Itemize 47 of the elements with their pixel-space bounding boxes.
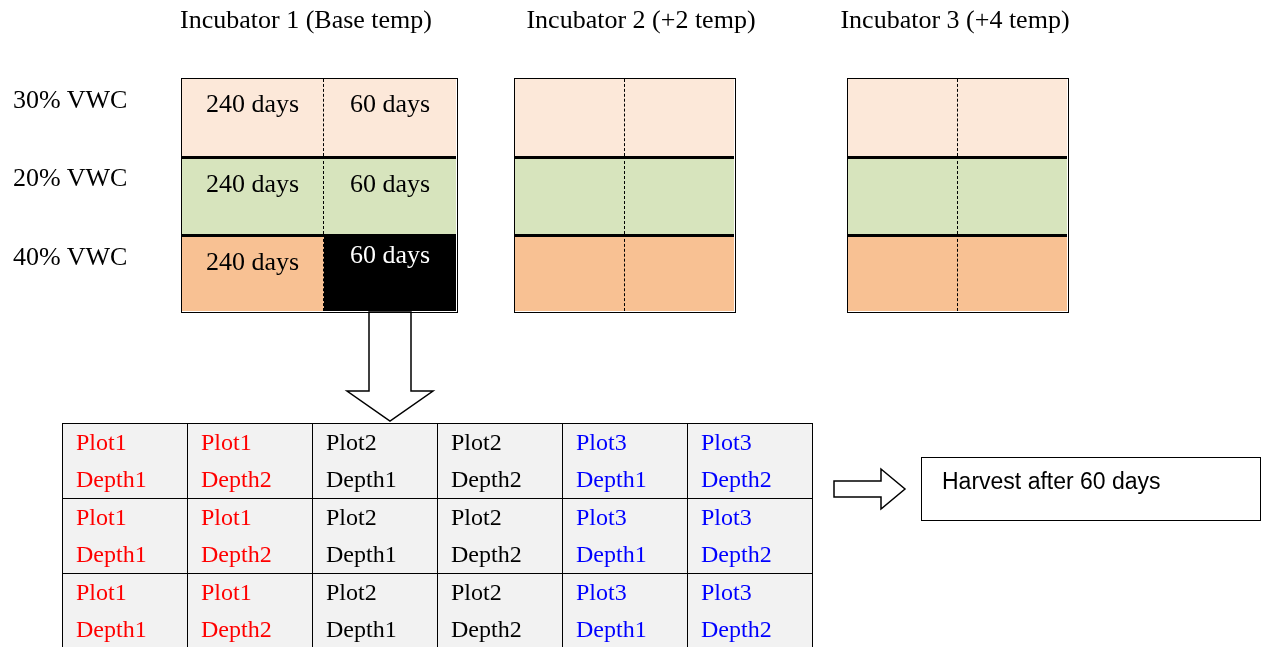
table-cell: Plot1 Depth1: [62, 573, 188, 647]
table-cell: Plot3 Depth1: [562, 498, 688, 574]
sample-cell: [515, 156, 625, 234]
sample-cell: 60 days: [324, 79, 456, 157]
table-cell: Plot3 Depth1: [562, 423, 688, 499]
process-box: Harvest after 60 days: [921, 457, 1261, 521]
table-cell: Plot1 Depth2: [187, 573, 313, 647]
sample-cell: [848, 233, 958, 311]
table-cell: Plot2 Depth2: [437, 498, 563, 574]
sample-cell: [625, 156, 734, 234]
sample-cell: 240 days: [182, 156, 324, 234]
table-cell: Plot1 Depth1: [62, 423, 188, 499]
table-cell: Plot2 Depth1: [312, 573, 438, 647]
table-cell: Plot2 Depth2: [437, 573, 563, 647]
sample-cell: [515, 79, 625, 157]
node-label: 60 days: [349, 89, 431, 118]
row-label: 20% VWC: [13, 163, 129, 194]
table-cell: Plot3 Depth2: [687, 573, 813, 647]
sample-cell: [958, 79, 1067, 157]
plot-table: [62, 423, 812, 647]
sample-cell: [625, 233, 734, 311]
table-cell: Plot2 Depth2: [437, 423, 563, 499]
incubator-heading: Incubator 2 (+2 temp): [525, 5, 757, 36]
sample-cell: [958, 156, 1067, 234]
sample-cell: [625, 79, 734, 157]
table-cell: Plot1 Depth1: [62, 498, 188, 574]
block-arrow: [833, 467, 907, 511]
sample-cell: 240 days: [182, 233, 324, 311]
sample-cell: [515, 233, 625, 311]
sample-cell: [848, 156, 958, 234]
sample-cell: [958, 233, 1067, 311]
table-cell: Plot1 Depth2: [187, 423, 313, 499]
sample-cell: 60 days: [324, 156, 456, 234]
row-label: 40% VWC: [13, 242, 129, 273]
sample-cell: 240 days: [182, 79, 324, 157]
incubator-heading: Incubator 1 (Base temp): [179, 5, 433, 36]
block-arrow: [344, 311, 436, 422]
table-cell: Plot3 Depth2: [687, 423, 813, 499]
sample-cell: [848, 79, 958, 157]
table-cell: Plot1 Depth2: [187, 498, 313, 574]
table-cell: Plot2 Depth1: [312, 423, 438, 499]
table-cell: Plot3 Depth1: [562, 573, 688, 647]
sample-cell: 60 days: [324, 233, 456, 311]
row-label: 30% VWC: [13, 85, 129, 116]
table-cell: Plot3 Depth2: [687, 498, 813, 574]
incubator-heading: Incubator 3 (+4 temp): [839, 5, 1071, 36]
table-cell: Plot2 Depth1: [312, 498, 438, 574]
